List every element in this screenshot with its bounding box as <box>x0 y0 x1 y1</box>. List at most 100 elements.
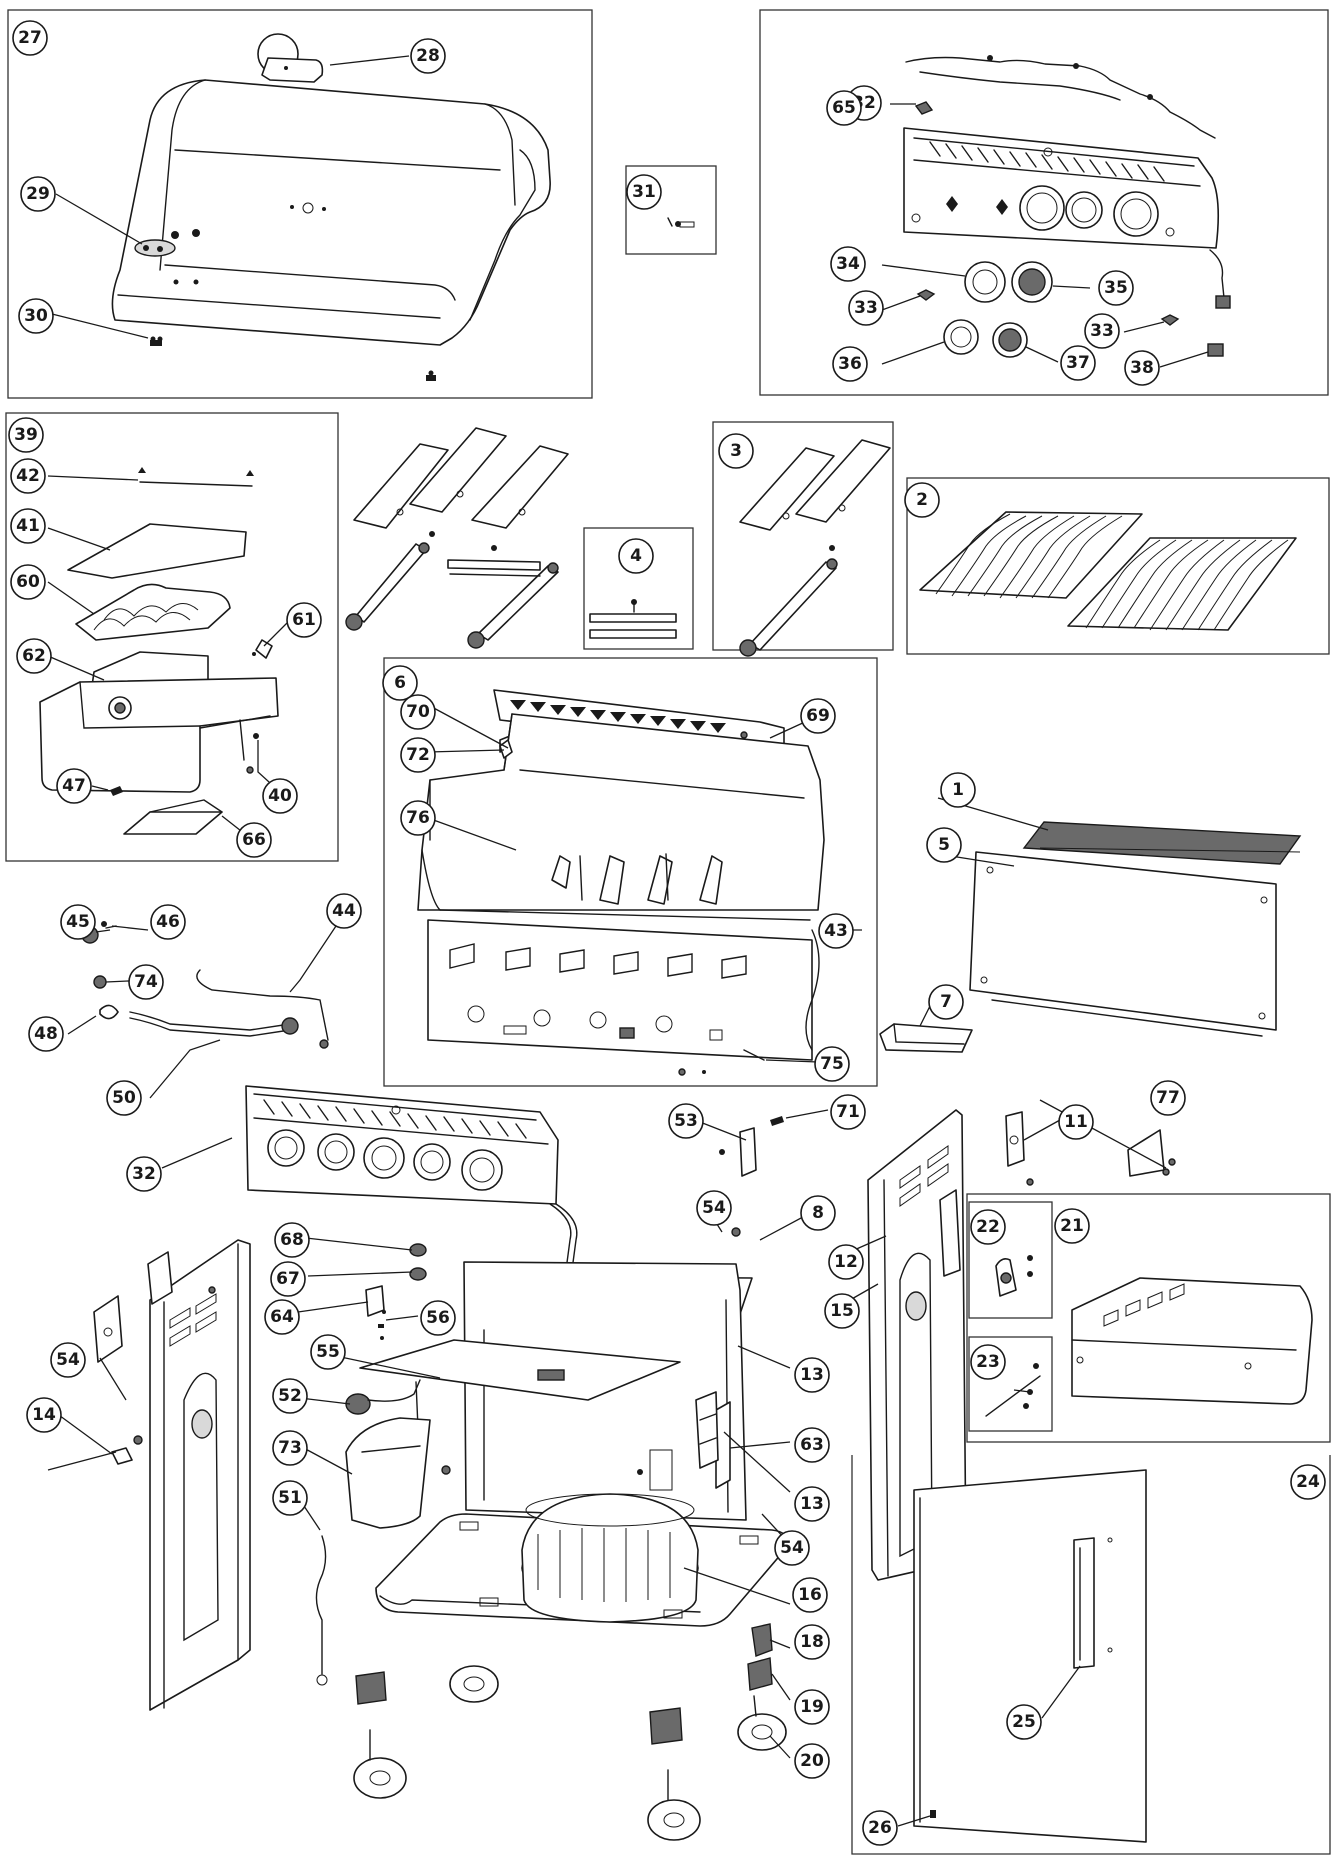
callout-number: 52 <box>278 1386 302 1406</box>
callout-22: 22 <box>970 1209 1006 1245</box>
callout-number: 41 <box>16 516 40 536</box>
callout-circle <box>830 246 866 282</box>
callout-circle <box>272 1430 308 1466</box>
callout-circle <box>1290 1464 1326 1500</box>
callout-circle <box>814 1046 850 1082</box>
callout-number: 54 <box>780 1538 804 1558</box>
callout-48: 48 <box>28 1016 64 1052</box>
callout-number: 31 <box>632 182 656 202</box>
callout-61: 61 <box>286 602 322 638</box>
callout-13: 13 <box>794 1486 830 1522</box>
callout-25: 25 <box>1006 1704 1042 1740</box>
callout-number: 42 <box>16 466 40 486</box>
callout-45: 45 <box>60 904 96 940</box>
callout-circle <box>1058 1104 1094 1140</box>
callout-circle <box>286 602 322 638</box>
callout-circle <box>626 174 662 210</box>
callout-number: 13 <box>800 1365 824 1385</box>
callout-3: 3 <box>718 433 754 469</box>
callout-circle <box>794 1624 830 1660</box>
grease-tray-7 <box>879 1023 973 1053</box>
box-39-side-burner <box>5 412 339 862</box>
callout-number: 7 <box>940 992 952 1012</box>
cart-left-side <box>93 1239 251 1711</box>
callout-number: 14 <box>32 1405 56 1425</box>
callout-number: 6 <box>394 673 406 693</box>
callout-72: 72 <box>400 737 436 773</box>
callout-number: 53 <box>674 1111 698 1131</box>
callout-number: 4 <box>630 546 642 566</box>
callout-number: 63 <box>800 1435 824 1455</box>
callout-circle <box>830 1094 866 1130</box>
callout-number: 73 <box>278 1438 302 1458</box>
callout-18: 18 <box>794 1624 830 1660</box>
callout-number: 5 <box>938 835 950 855</box>
callout-47: 47 <box>56 768 92 804</box>
box-3-burner <box>712 421 894 651</box>
box-31-hardware <box>625 165 717 255</box>
callout-circle <box>970 1209 1006 1245</box>
callout-circle <box>862 1810 898 1846</box>
callout-circle <box>326 893 362 929</box>
callout-number: 3 <box>730 441 742 461</box>
callout-6: 6 <box>382 665 418 701</box>
control-panel-top <box>903 55 1231 358</box>
callout-number: 56 <box>426 1308 450 1328</box>
callout-39: 39 <box>8 417 44 453</box>
callout-number: 18 <box>800 1632 824 1652</box>
callout-34: 34 <box>830 246 866 282</box>
callout-circle <box>12 20 48 56</box>
callout-number: 38 <box>1130 358 1154 378</box>
firebox-6 <box>417 689 831 1076</box>
callout-circle <box>272 1378 308 1414</box>
callout-number: 54 <box>56 1350 80 1370</box>
callout-circle <box>50 1342 86 1378</box>
box-2-grids <box>906 477 1330 655</box>
callout-77: 77 <box>1150 1080 1186 1116</box>
callout-64: 64 <box>264 1299 300 1335</box>
callout-53: 53 <box>668 1103 704 1139</box>
callout-circle <box>28 1016 64 1052</box>
callout-circle <box>618 538 654 574</box>
callout-41: 41 <box>10 508 46 544</box>
callout-38: 38 <box>1124 350 1160 386</box>
callout-71: 71 <box>830 1094 866 1130</box>
callout-number: 19 <box>800 1697 824 1717</box>
callout-number: 28 <box>416 46 440 66</box>
callout-29: 29 <box>20 176 56 212</box>
callout-number: 44 <box>332 901 356 921</box>
callout-number: 2 <box>916 490 928 510</box>
callout-number: 48 <box>34 1024 58 1044</box>
callout-circle <box>800 698 836 734</box>
callout-circle <box>718 433 754 469</box>
cart-center <box>345 1116 784 1529</box>
callout-circle <box>926 827 962 863</box>
callout-circle <box>150 904 186 940</box>
callout-73: 73 <box>272 1430 308 1466</box>
callout-67: 67 <box>270 1261 306 1297</box>
callout-21: 21 <box>1054 1208 1090 1244</box>
hardware-31 <box>667 217 695 228</box>
gas-hoses <box>81 921 329 1049</box>
callout-number: 51 <box>278 1488 302 1508</box>
callout-circle <box>794 1689 830 1725</box>
callout-5: 5 <box>926 827 962 863</box>
callout-labels: 1234567811121313141516181920212223242526… <box>8 20 1326 1846</box>
callout-20: 20 <box>794 1743 830 1779</box>
callout-number: 43 <box>824 921 848 941</box>
callout-circle <box>928 984 964 1020</box>
callout-46: 46 <box>150 904 186 940</box>
callout-circle <box>1084 313 1120 349</box>
callout-43: 43 <box>818 913 854 949</box>
callout-circle <box>904 482 940 518</box>
callout-circle <box>668 1103 704 1139</box>
warming-rack-and-back-panel <box>969 821 1302 1037</box>
callout-circle <box>828 1244 864 1280</box>
callout-number: 66 <box>242 830 266 850</box>
callout-circle <box>10 508 46 544</box>
box-4-crossover <box>583 527 694 650</box>
callout-number: 22 <box>976 1217 1000 1237</box>
callout-number: 25 <box>1012 1712 1036 1732</box>
callout-circle <box>16 638 52 674</box>
box-22-bracket <box>968 1201 1053 1319</box>
